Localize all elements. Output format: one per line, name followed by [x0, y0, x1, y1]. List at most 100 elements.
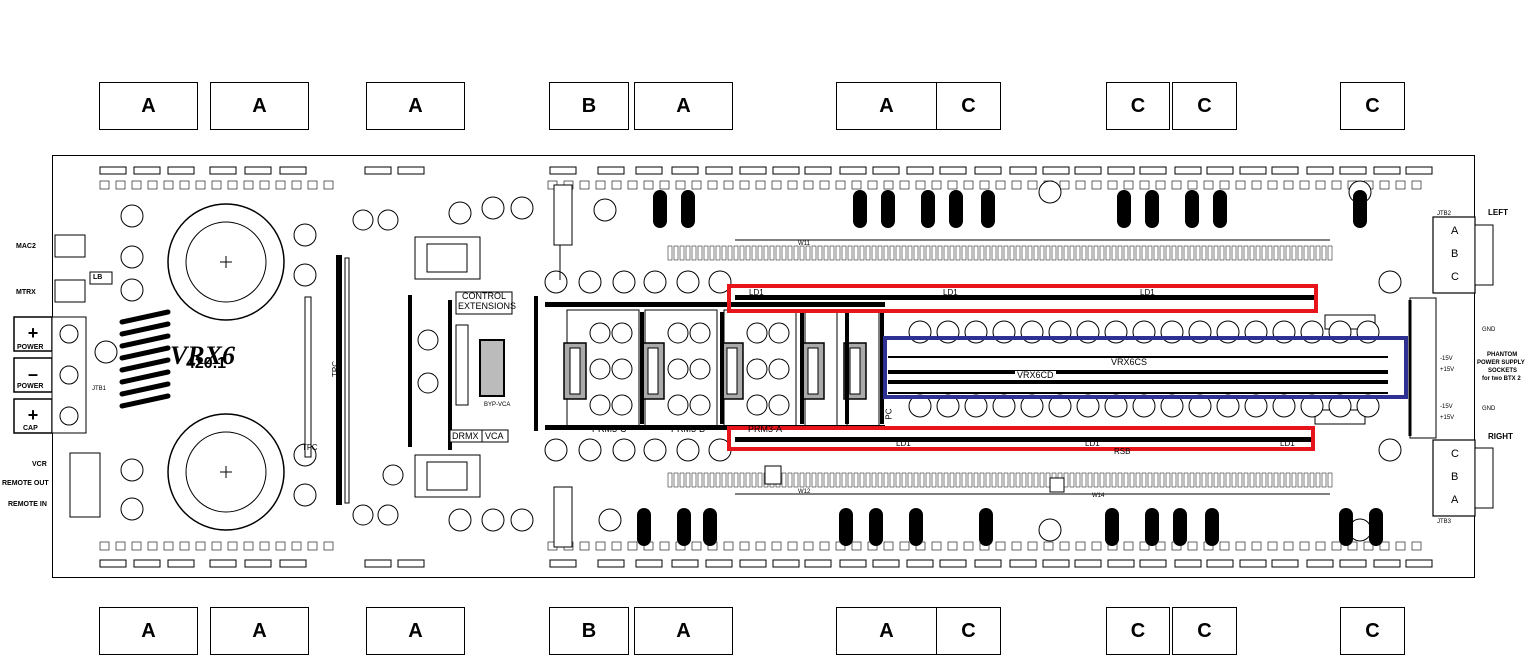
- bottom-label-box: A: [210, 607, 309, 655]
- right-output-label: RIGHT: [1488, 432, 1513, 441]
- top-label-box: A: [99, 82, 198, 130]
- vca-label: VCA: [485, 431, 504, 441]
- phantom-label-3: SOCKETS: [1488, 368, 1518, 374]
- control-ext-label-1: CONTROL: [462, 291, 507, 301]
- toroid-top: [167, 203, 285, 321]
- svg-text:+: +: [28, 323, 39, 343]
- box-letter: C: [1197, 619, 1212, 642]
- box-letter: A: [408, 619, 423, 642]
- box-letter: C: [961, 94, 976, 117]
- vrx6cd-label: VRX6CD: [1015, 370, 1056, 380]
- bottom-label-box: A: [836, 607, 937, 655]
- phantom-label-1: PHANTOM: [1487, 352, 1518, 358]
- w12-label: W12: [798, 489, 811, 495]
- box-letter: A: [252, 94, 267, 117]
- top-label-box: C: [1172, 82, 1237, 130]
- prm3b-label: PRM3-B: [671, 424, 706, 434]
- vcr-label: VCR: [32, 461, 47, 468]
- jtb2-term-b: B: [1451, 248, 1459, 260]
- jtb3-block: [1432, 439, 1476, 517]
- vrx6cs-label: VRX6CS: [1109, 357, 1150, 367]
- control-ext-box: [455, 291, 513, 315]
- left-output-label: LEFT: [1488, 208, 1508, 217]
- top-label-box: A: [634, 82, 733, 130]
- minus15-bottom-label: -15V: [1440, 404, 1453, 410]
- power-minus-terminal: [13, 357, 53, 393]
- svg-text:–: –: [28, 364, 38, 384]
- box-letter: B: [581, 94, 597, 117]
- box-letter: C: [1197, 94, 1212, 117]
- blue-highlight: [883, 336, 1408, 399]
- capacitor-array: [908, 320, 1380, 418]
- box-letter: C: [961, 619, 976, 642]
- tpc-label: TPC: [331, 361, 340, 377]
- control-ext-label-2: EXTENSIONS: [458, 301, 517, 311]
- w14-label: W14: [1092, 493, 1105, 499]
- top-label-box: C: [1340, 82, 1405, 130]
- power-minus-label: POWER: [17, 383, 44, 390]
- box-letter: C: [1365, 619, 1380, 642]
- jtb2-block: [1432, 216, 1476, 294]
- top-label-box: A: [210, 82, 309, 130]
- rsb-label: RSB: [1114, 447, 1131, 456]
- pc-label: PC: [884, 408, 894, 420]
- gnd-top-label: GND: [1482, 327, 1496, 333]
- box-letter: A: [408, 94, 423, 117]
- bottom-label-box: C: [1340, 607, 1405, 655]
- byp-vca-label: BYP-VCA: [484, 402, 511, 408]
- tpc-bar: [336, 255, 342, 505]
- drmx-label: DRMX: [452, 431, 479, 441]
- gnd-bottom-label: GND: [1482, 406, 1496, 412]
- ld1-label-1: LD1: [749, 288, 764, 297]
- top-label-box: B: [549, 82, 629, 130]
- bottom-label-box: C: [1106, 607, 1170, 655]
- plus15-top-label: +15V: [1440, 367, 1455, 373]
- red-highlight-top: [727, 284, 1318, 313]
- top-label-box: C: [936, 82, 1001, 130]
- plus15-bottom-label: +15V: [1440, 415, 1455, 421]
- remote-out-label: REMOTE OUT: [2, 480, 49, 487]
- phantom-label-2: POWER SUPPLY: [1477, 360, 1525, 366]
- prm3a-label: PRM3-A: [748, 424, 783, 434]
- box-letter: A: [676, 619, 691, 642]
- jtb3-term-c: C: [1451, 448, 1459, 460]
- box-letter: C: [1365, 94, 1380, 117]
- jtb2-label: JTB2: [1437, 211, 1452, 217]
- minus15-top-label: -15V: [1440, 356, 1453, 362]
- ld1-label-6: LD1: [1280, 439, 1295, 448]
- model-logo: VRX6: [170, 341, 236, 370]
- ld1-label-4: LD1: [896, 439, 911, 448]
- w11-label: W11: [798, 241, 810, 247]
- power-plus-terminal: [13, 316, 53, 352]
- bottom-label-box: B: [549, 607, 629, 655]
- power-plus-label: POWER: [17, 344, 44, 351]
- transistor-row: [637, 190, 1383, 546]
- phantom-label-4: for two BTX 2: [1482, 376, 1521, 382]
- ld1-label-5: LD1: [1085, 439, 1100, 448]
- svg-text:+: +: [28, 405, 39, 425]
- lb-label: LB: [93, 274, 103, 281]
- prm-modules: [563, 309, 884, 429]
- box-letter: C: [1130, 94, 1146, 117]
- bottom-label-box: C: [1172, 607, 1237, 655]
- top-label-box: C: [1106, 82, 1170, 130]
- box-letter: B: [581, 619, 597, 642]
- top-label-box: A: [366, 82, 465, 130]
- ld1-label-3: LD1: [1140, 288, 1155, 297]
- bottom-label-box: C: [936, 607, 1001, 655]
- box-letter: A: [879, 619, 894, 642]
- jtb2-term-c: C: [1451, 271, 1459, 283]
- prm3c-label: PRM3-C: [592, 424, 627, 434]
- jtb2-term-a: A: [1451, 225, 1459, 237]
- cap-terminal: [13, 398, 53, 434]
- jtb3-term-a: A: [1451, 494, 1459, 506]
- red-highlight-bottom: [727, 426, 1315, 451]
- box-letter: A: [676, 94, 691, 117]
- bottom-label-box: A: [366, 607, 465, 655]
- box-letter: A: [879, 94, 894, 117]
- cap-label: CAP: [23, 425, 38, 432]
- box-letter: A: [252, 619, 267, 642]
- model-sub: 420.1: [186, 355, 227, 372]
- box-letter: A: [141, 94, 156, 117]
